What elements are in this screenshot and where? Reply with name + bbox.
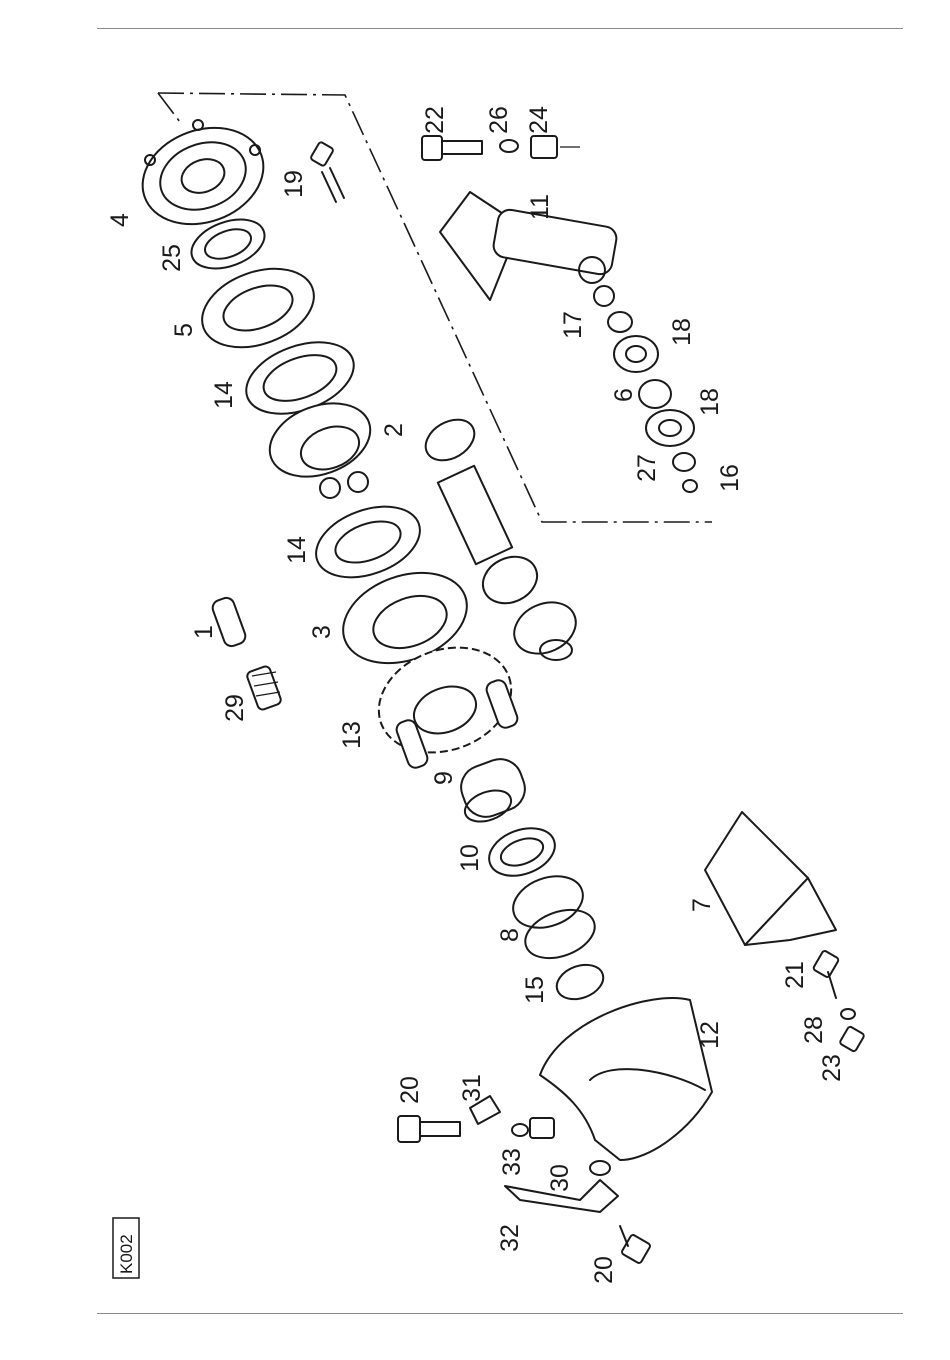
part-number-label: 31 [458,1074,486,1102]
part-number-label: 9 [430,771,458,785]
part-spring-drawing [246,665,282,711]
part-number-label: 22 [421,106,449,134]
part-number-label: 2 [380,423,408,437]
part-cover-plate-drawing [705,812,836,945]
part-number-label: 27 [633,454,661,482]
part-pin-drawing [210,596,247,649]
figure-reference-box: K002 [113,1218,139,1278]
part-number-label: 15 [521,976,549,1004]
part-bushing-drawing [455,753,531,827]
part-number-label: 3 [308,625,336,639]
part-number-label: 18 [668,318,696,346]
part-number-label: 14 [283,536,311,564]
part-ring-10-drawing [483,820,562,885]
part-number-label: 10 [456,844,484,872]
part-number-label: 11 [526,194,554,220]
part-number-label: 7 [688,898,716,912]
part-number-label: 12 [696,1021,724,1049]
part-number-label: 20 [396,1076,424,1104]
part-number-label: 29 [221,694,249,722]
part-number-label: 8 [496,928,524,942]
part-number-label: 30 [546,1164,574,1192]
part-number-label: 33 [498,1148,526,1176]
part-number-label: 32 [496,1224,524,1252]
part-number-label: 24 [525,106,553,134]
part-number-label: 18 [696,388,724,416]
part-number-label: 17 [559,311,587,339]
part-ring-8-drawing [506,867,601,967]
figure-reference-code: K002 [117,1234,136,1274]
part-number-label: 21 [781,961,809,989]
part-number-label: 20 [590,1256,618,1284]
part-ring-15-drawing [552,959,608,1005]
part-number-label: 1 [190,625,218,639]
part-number-label: 4 [106,213,134,227]
part-guard-shell-drawing [540,998,712,1160]
part-number-label: 16 [716,464,744,492]
part-bolt-22-drawing [422,136,580,160]
part-number-label: 14 [210,381,238,409]
part-number-label: 5 [170,323,198,337]
part-number-label: 6 [610,388,638,402]
part-number-label: 19 [280,170,308,198]
part-number-label: 23 [818,1054,846,1082]
part-number-label: 25 [158,244,186,272]
part-number-label: 26 [485,106,513,134]
part-bolt-20b-drawing [620,1226,651,1264]
part-bolt-19-drawing [310,141,344,202]
part-number-label: 13 [338,721,366,749]
part-number-label: 28 [800,1016,828,1044]
